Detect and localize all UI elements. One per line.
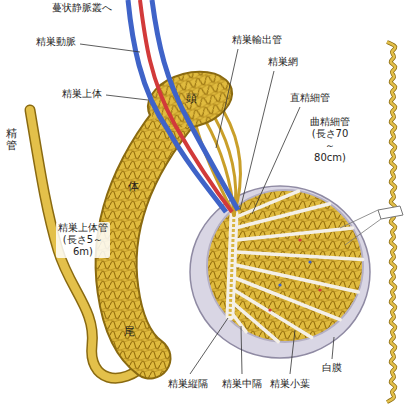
septum bbox=[232, 302, 278, 342]
part-label: 精巣中隔 bbox=[222, 378, 262, 390]
vessel-dot bbox=[308, 260, 311, 263]
mediastinum bbox=[230, 214, 234, 316]
leader-line bbox=[80, 44, 140, 52]
part-label: 精巣網 bbox=[268, 56, 298, 68]
vessel-dot bbox=[268, 308, 271, 311]
region-label: 尾 bbox=[124, 325, 135, 338]
guide-line bbox=[345, 219, 381, 245]
vertical-label: 精管 bbox=[6, 128, 17, 152]
leader-line bbox=[290, 330, 295, 374]
vessel-dots bbox=[268, 238, 321, 311]
part-label: 精巣上体 bbox=[62, 88, 102, 100]
part-label: 白膜 bbox=[322, 362, 342, 374]
region-label: 体 bbox=[128, 180, 139, 193]
leader-line bbox=[241, 326, 242, 374]
section-marker bbox=[378, 206, 403, 219]
leader-line bbox=[216, 49, 238, 148]
septum bbox=[236, 252, 363, 259]
part-label: 精巣輸出管 bbox=[232, 34, 282, 46]
septum bbox=[236, 228, 353, 240]
part-label: 精巣縦隔 bbox=[168, 378, 208, 390]
septa bbox=[231, 191, 363, 342]
leader-lines bbox=[80, 44, 334, 374]
part-label: 蔓状静脈叢へ bbox=[52, 2, 112, 14]
leader-line bbox=[106, 95, 148, 100]
region-label: 頭 bbox=[186, 92, 197, 105]
part-label: 曲精細管 (長さ70～80cm) bbox=[310, 116, 350, 164]
leader-line bbox=[332, 337, 334, 359]
seminiferous-tubule-outline bbox=[387, 42, 395, 402]
testicular-artery bbox=[140, 0, 232, 212]
vessel-dots bbox=[278, 260, 311, 286]
leader-line bbox=[240, 71, 274, 210]
part-label: 精巣動脈 bbox=[36, 36, 76, 48]
part-label: 直精細管 bbox=[290, 92, 330, 104]
rete-testis bbox=[230, 214, 234, 316]
vessel-dot bbox=[298, 238, 301, 241]
seminiferous-tubule bbox=[387, 42, 395, 402]
septum bbox=[235, 204, 330, 228]
vein bbox=[152, 0, 238, 210]
vessel-dot bbox=[278, 283, 281, 286]
tunica-albuginea bbox=[190, 186, 370, 358]
part-label: 精巣上体管 (長さ5～6m) bbox=[56, 222, 110, 258]
epididymis-body bbox=[116, 110, 180, 358]
leader-line bbox=[252, 107, 300, 214]
epididymis-outline bbox=[116, 110, 180, 358]
septum bbox=[236, 265, 358, 292]
vessel-dot bbox=[318, 288, 321, 291]
leader-line bbox=[190, 318, 228, 374]
part-label: 精巣小葉 bbox=[270, 378, 310, 390]
